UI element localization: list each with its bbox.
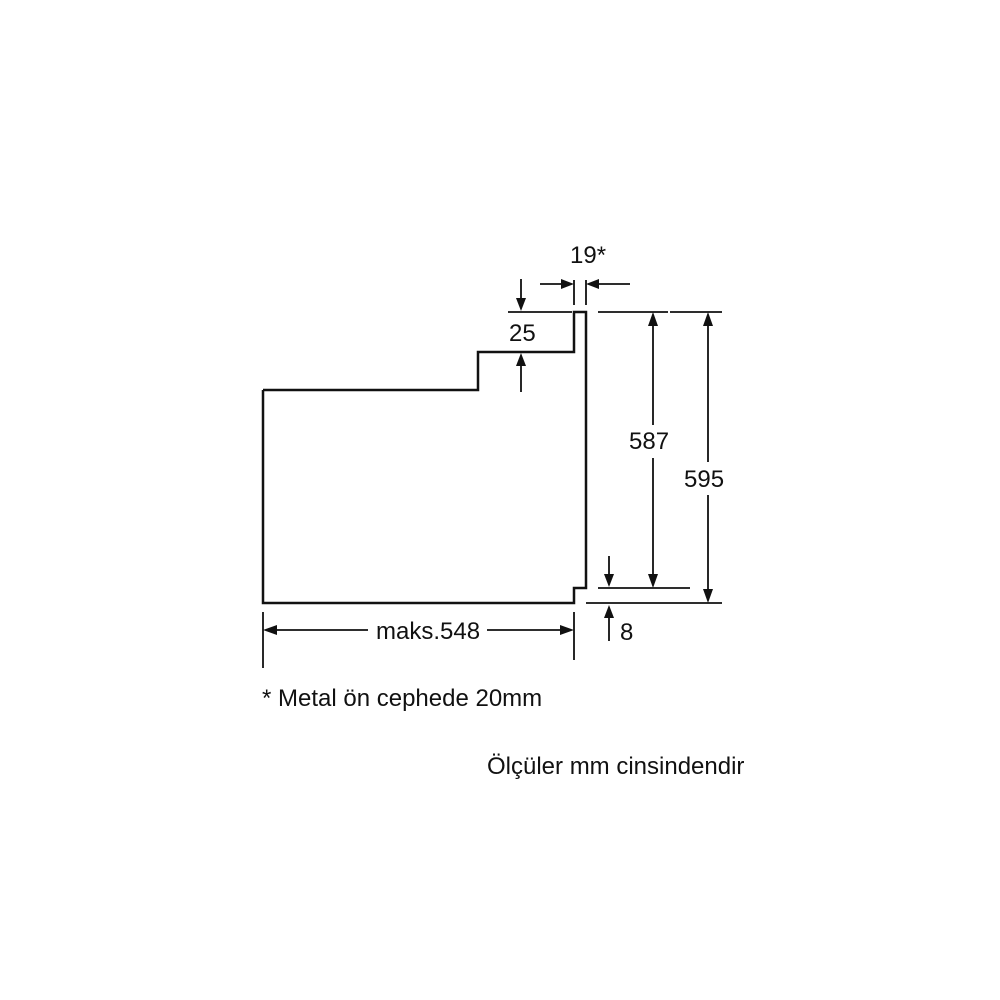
front-thickness-dimension — [540, 279, 630, 305]
top-step-label: 25 — [509, 320, 536, 347]
total-height-dimension — [586, 311, 722, 604]
oven-body-outline — [261, 310, 588, 605]
total-height-label: 595 — [684, 466, 724, 493]
top-step-dimension — [508, 279, 572, 392]
depth-dimension — [262, 612, 575, 668]
depth-label: maks.548 — [376, 618, 480, 645]
bottom-offset-dimension — [604, 556, 614, 641]
front-thickness-label: 19* — [570, 242, 606, 269]
inner-height-label: 587 — [629, 428, 669, 455]
inner-height-dimension — [598, 311, 690, 589]
footnote-text: * Metal ön cephede 20mm — [262, 685, 542, 712]
bottom-offset-label: 8 — [620, 619, 633, 646]
units-note-text: Ölçüler mm cinsindendir — [487, 753, 744, 780]
